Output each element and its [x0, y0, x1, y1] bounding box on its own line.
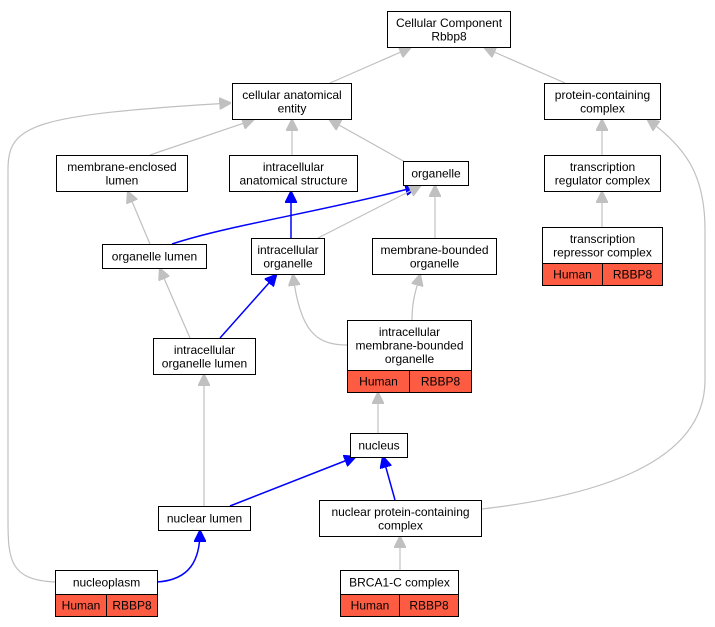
species-label: Human — [351, 599, 390, 613]
node-label-line: anatomical structure — [239, 173, 347, 187]
node-box — [102, 244, 207, 269]
species-label: Human — [62, 599, 101, 613]
species-label: Human — [553, 268, 592, 282]
edge-orgl-to-org — [171, 187, 416, 245]
edge-imbo-to-mbo — [411, 275, 420, 321]
edge-npcc-to-nuc — [383, 457, 396, 501]
node-box — [372, 238, 497, 275]
node-box — [229, 155, 358, 192]
edge-mel-to-cae — [149, 120, 253, 156]
node-label-line: membrane-bounded — [380, 243, 488, 257]
node-label-line: intracellular — [174, 343, 235, 357]
node-label-line: nucleoplasm — [73, 576, 140, 590]
node-label-line: intracellular — [379, 325, 440, 339]
node-box — [387, 11, 511, 48]
node-label-line: protein-containing — [555, 88, 650, 102]
node-label-line: transcription — [570, 160, 635, 174]
edge-io-to-org — [317, 186, 420, 239]
gene-cell — [409, 370, 472, 393]
node-box — [347, 320, 472, 371]
node-label-line: membrane-enclosed — [67, 160, 176, 174]
node-imbo[interactable]: intracellularmembrane-boundedorganelleHu… — [347, 320, 472, 393]
node-box — [403, 161, 469, 186]
node-label-line: organelle lumen — [112, 250, 197, 264]
node-box — [158, 506, 251, 531]
node-label-line: cellular anatomical — [242, 88, 341, 102]
edge-imbo-to-io — [293, 275, 348, 346]
edge-pcc-to-root — [485, 48, 566, 84]
node-org[interactable]: organelle — [403, 161, 469, 186]
node-label-line: nucleus — [358, 439, 399, 453]
node-label-line: organelle — [410, 256, 460, 270]
node-label-line: Rbbp8 — [431, 29, 467, 43]
gene-cell — [602, 263, 663, 286]
node-label-line: BRCA1-C complex — [349, 576, 450, 590]
node-label-line: intracellular — [257, 243, 318, 257]
node-box — [319, 500, 482, 537]
edge-layer — [7, 48, 706, 583]
edge-cae-to-root — [329, 48, 410, 84]
edge-orgl-to-mel — [128, 192, 151, 245]
node-orgl[interactable]: organelle lumen — [102, 244, 207, 269]
edge-iol-to-io — [219, 275, 276, 339]
node-box — [232, 83, 352, 120]
node-nl[interactable]: nuclear lumen — [158, 506, 251, 531]
node-nuc[interactable]: nucleus — [350, 433, 408, 458]
edge-npcc-to-pcc — [481, 120, 706, 510]
node-box — [542, 227, 663, 264]
edge-org-to-cae — [330, 120, 406, 163]
gene-label: RBBP8 — [421, 375, 461, 389]
node-label-line: transcription — [570, 232, 635, 246]
gene-label: RBBP8 — [409, 599, 449, 613]
node-label-line: complex — [580, 101, 625, 115]
gene-label: RBBP8 — [613, 268, 653, 282]
node-box — [340, 570, 459, 595]
node-label-line: organelle lumen — [162, 356, 247, 370]
species-label: Human — [359, 375, 398, 389]
node-label-line: repressor complex — [553, 245, 652, 259]
node-box — [153, 338, 256, 375]
node-label-line: organelle — [411, 167, 461, 181]
node-label-line: intracellular — [263, 160, 324, 174]
edge-nl-to-nuc — [229, 457, 355, 507]
edge-iol-to-orgl — [160, 269, 191, 339]
edge-np-to-cae — [7, 103, 230, 583]
edge-np-to-nl — [156, 531, 200, 583]
node-box — [544, 155, 661, 192]
node-label-line: membrane-bounded — [355, 339, 463, 353]
node-label-line: nuclear protein-containing — [331, 505, 469, 519]
node-label-line: complex — [378, 518, 423, 532]
node-label-line: lumen — [106, 173, 139, 187]
node-box — [56, 155, 188, 192]
node-label-line: organelle — [385, 352, 435, 366]
node-label-line: organelle — [263, 256, 313, 270]
gene-cell — [399, 594, 459, 617]
node-box — [350, 433, 408, 458]
node-label-line: nuclear lumen — [167, 512, 242, 526]
node-label-line: Cellular Component — [396, 16, 503, 30]
node-label-line: regulator complex — [555, 173, 650, 187]
node-box — [544, 83, 661, 120]
node-box — [251, 238, 325, 275]
node-label-line: entity — [278, 101, 307, 115]
gene-label: RBBP8 — [112, 599, 152, 613]
gene-cell — [106, 594, 158, 617]
